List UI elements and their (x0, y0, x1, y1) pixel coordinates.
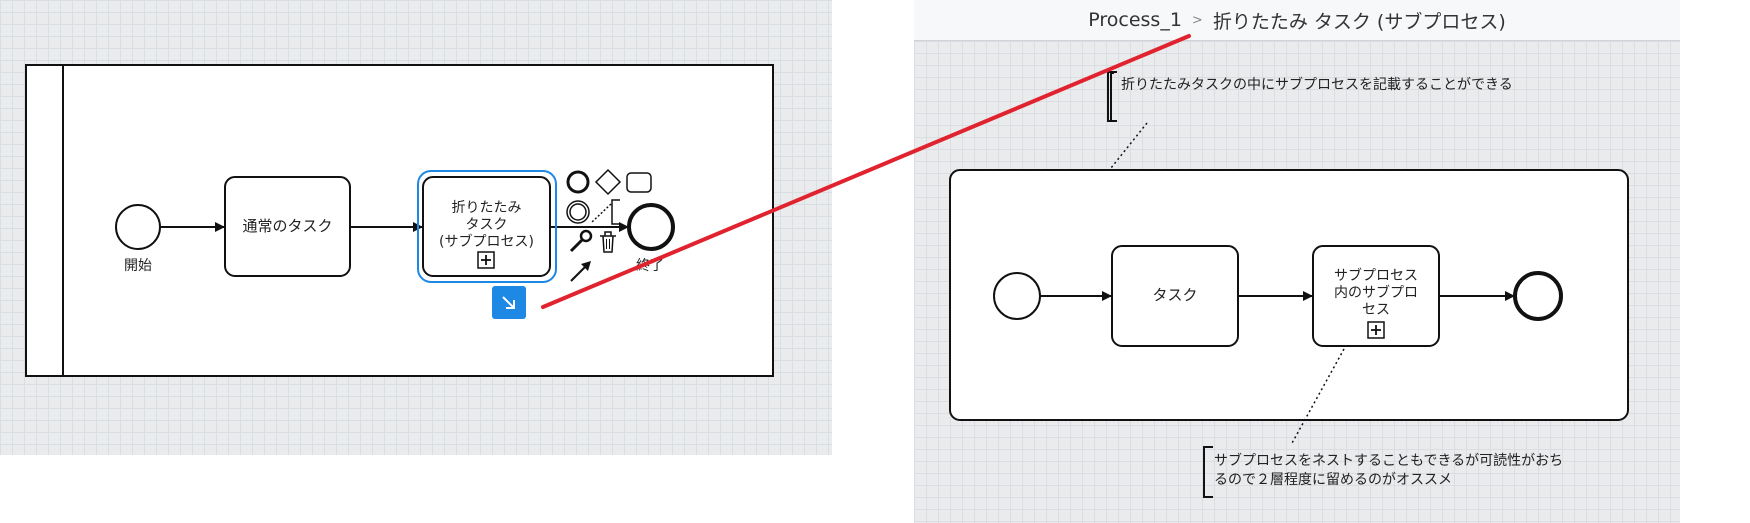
start-event-label: 開始 (124, 258, 152, 274)
annotation-bottom-line: るので２層程度に留めるのがオススメ (1214, 472, 1452, 488)
start-event[interactable] (115, 204, 161, 250)
task-icon[interactable] (626, 172, 652, 193)
main-canvas[interactable]: 開始 通常のタスク 折りたたみ タスク (サブプロセス) 終了 (0, 0, 832, 455)
collapsed-subprocess-label-line: 折りたたみ (451, 200, 522, 216)
sub-end-event[interactable] (1513, 271, 1563, 321)
annotation-association (1110, 122, 1148, 169)
annotation-association (1290, 348, 1345, 446)
expand-marker-icon[interactable] (477, 251, 495, 269)
breadcrumb-current: 折りたたみ タスク (サブプロセス) (1212, 10, 1506, 33)
start-event-icon[interactable] (566, 170, 590, 194)
nested-subprocess-label-line: 内のサブプロ (1334, 285, 1418, 301)
nested-subprocess-label-line: セス (1362, 302, 1390, 318)
end-event-label: 終了 (636, 258, 664, 274)
drill-down-button[interactable] (492, 286, 526, 319)
expand-marker-icon[interactable] (1367, 321, 1385, 339)
nested-subprocess-label: サブプロセス 内のサブプロ セス (1313, 268, 1439, 319)
text-annotation-bracket (1110, 72, 1114, 122)
intermediate-event-icon[interactable] (566, 200, 590, 224)
breadcrumb-root[interactable]: Process_1 (1088, 9, 1182, 31)
nested-subprocess-label-line: サブプロセス (1334, 268, 1418, 284)
end-event[interactable] (627, 203, 675, 251)
annotation-bottom-text: サブプロセスをネストすることもできるが可読性がおち るので２層程度に留めるのがオ… (1214, 452, 1563, 490)
annotation-top-text: 折りたたみタスクの中にサブプロセスを記載することができる (1121, 77, 1513, 93)
arrow-down-right-icon (502, 296, 515, 309)
task-label: 通常のタスク (242, 217, 333, 235)
breadcrumb-separator: > (1191, 12, 1203, 28)
subprocess-panel: Process_1 > 折りたたみ タスク (サブプロセス) (914, 0, 1680, 523)
subprocess-canvas[interactable]: 折りたたみタスクの中にサブプロセスを記載することができる タスク サブプロセス … (914, 41, 1680, 523)
collapsed-subprocess-label: 折りたたみ タスク (サブプロセス) (423, 200, 550, 251)
collapsed-subprocess-label-line: タスク (465, 217, 508, 233)
task[interactable] (224, 176, 351, 277)
breadcrumb: Process_1 > 折りたたみ タスク (サブプロセス) (914, 0, 1680, 41)
sub-start-event[interactable] (993, 272, 1041, 320)
collapsed-subprocess-label-line: (サブプロセス) (439, 234, 534, 250)
annotation-bottom-line: サブプロセスをネストすることもできるが可読性がおち (1214, 453, 1564, 469)
sub-task-label: タスク (1152, 286, 1198, 304)
text-annotation-bracket (1203, 446, 1213, 498)
